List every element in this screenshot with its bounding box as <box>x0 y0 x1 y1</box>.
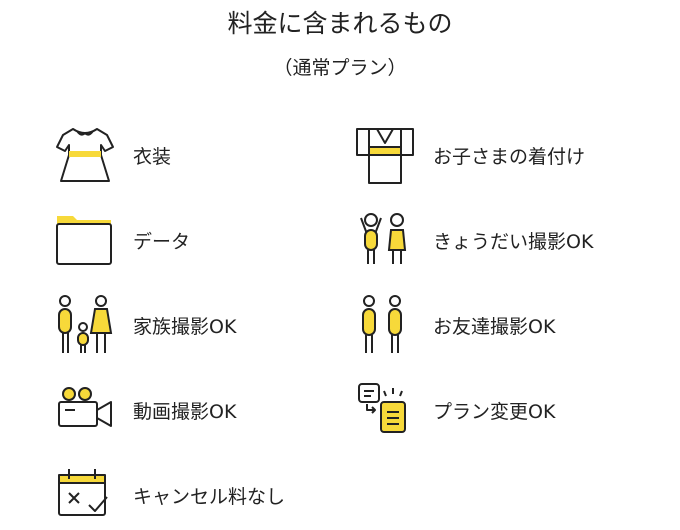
kimono-icon <box>356 128 414 184</box>
video-camera-icon <box>58 387 112 427</box>
item-label: お子さまの着付け <box>433 146 586 168</box>
item-no-cancellation-fee: キャンセル料なし <box>55 465 355 525</box>
item-label: きょうだい撮影OK <box>433 231 594 253</box>
item-friends-photo: お友達撮影OK <box>355 295 655 355</box>
item-siblings-photo: きょうだい撮影OK <box>355 210 655 270</box>
item-plan-change: プラン変更OK <box>355 380 655 440</box>
item-label: キャンセル料なし <box>133 486 286 508</box>
siblings-icon <box>360 213 407 264</box>
item-label: 動画撮影OK <box>133 401 237 423</box>
friends-icon <box>362 295 402 353</box>
item-data: データ <box>55 210 355 270</box>
dress-icon <box>56 128 114 182</box>
item-label: お友達撮影OK <box>433 316 556 338</box>
item-kimono-dressing: お子さまの着付け <box>355 125 655 185</box>
plan-change-icon <box>358 383 406 433</box>
item-label: プラン変更OK <box>433 401 556 423</box>
item-family-photo: 家族撮影OK <box>55 295 355 355</box>
item-label: データ <box>133 231 191 253</box>
page-title: 料金に含まれるもの <box>227 9 453 38</box>
page-subtitle: （通常プラン） <box>273 57 407 79</box>
item-costume: 衣装 <box>55 125 355 185</box>
family-icon <box>58 295 113 353</box>
folder-icon <box>56 216 112 265</box>
calendar-cancel-icon <box>58 469 108 516</box>
item-label: 家族撮影OK <box>133 316 237 338</box>
item-label: 衣装 <box>133 146 172 168</box>
item-video-recording: 動画撮影OK <box>55 380 355 440</box>
